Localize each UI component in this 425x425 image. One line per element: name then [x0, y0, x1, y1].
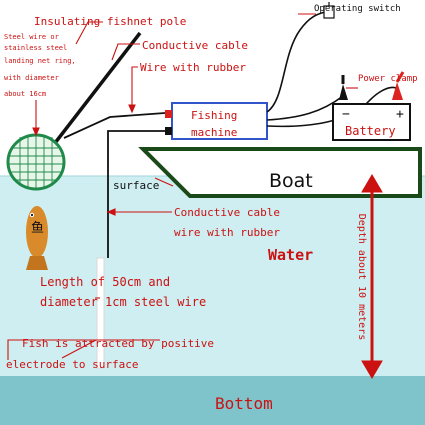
fishing-machine-box	[171, 102, 268, 140]
water-area	[0, 176, 425, 376]
ring-desc-line-2: stainless steel	[4, 44, 68, 52]
boat-hull	[138, 147, 422, 198]
wire-with-rubber-mid-label: wire with rubber	[174, 226, 280, 239]
conductive-cable-mid-label: Conductive cable	[174, 206, 280, 219]
wire-with-rubber-top-label: Wire with rubber	[140, 61, 246, 74]
battery-box	[332, 103, 411, 141]
power-clamp-red	[392, 71, 405, 100]
electrode-desc-line-1: Length of 50cm and	[40, 275, 171, 289]
machine-terminal-black	[165, 127, 172, 135]
steel-electrode	[96, 257, 105, 369]
fishnet-pole	[53, 31, 142, 145]
fish-attracted-line-2: electrode to surface	[6, 358, 139, 371]
ring-desc-line-1: Steel wire or	[4, 33, 59, 41]
pointer-lines	[7, 13, 358, 360]
landing-net	[6, 133, 66, 191]
power-clamp-black	[339, 75, 348, 100]
pole-label: Insulating fishnet pole	[34, 15, 187, 28]
battery-label: Battery	[345, 124, 396, 138]
switch-cable	[266, 11, 326, 113]
ring-desc-line-5: about 16cm	[4, 90, 47, 98]
battery-cable-negative	[266, 95, 344, 121]
conductive-cable-lower	[107, 130, 165, 258]
fish-attracted-line-1: Fish is attracted by positive	[22, 337, 215, 350]
conductive-cable-top-label: Conductive cable	[142, 39, 248, 52]
boat-label: Boat	[269, 170, 313, 192]
bottom-label: Bottom	[215, 394, 273, 413]
operating-switch-label: Operating switch	[314, 4, 401, 14]
bottom-band	[0, 376, 425, 425]
ring-desc-line-3: landing net ring,	[4, 57, 76, 65]
fishing-machine-label-1: Fishing	[191, 109, 238, 122]
ring-desc-line-4: with diameter	[4, 74, 59, 82]
electrode-desc-line-2: diameter 1cm steel wire	[40, 295, 207, 309]
fish-character: 鱼	[31, 221, 45, 236]
depth-arrow	[361, 174, 383, 379]
fish	[26, 206, 48, 270]
conductive-cable-upper	[63, 112, 166, 139]
fishing-machine-label-2: machine	[191, 126, 238, 139]
power-clamp-label: Power clamp	[358, 74, 418, 84]
depth-label: Depth about 10 meters	[356, 213, 368, 341]
water-label: Water	[268, 246, 314, 264]
surface-label: surface	[113, 179, 160, 192]
battery-cable-positive	[266, 86, 397, 128]
battery-minus: −	[342, 107, 350, 122]
machine-terminal-red	[165, 110, 172, 118]
battery-plus: +	[396, 107, 404, 122]
